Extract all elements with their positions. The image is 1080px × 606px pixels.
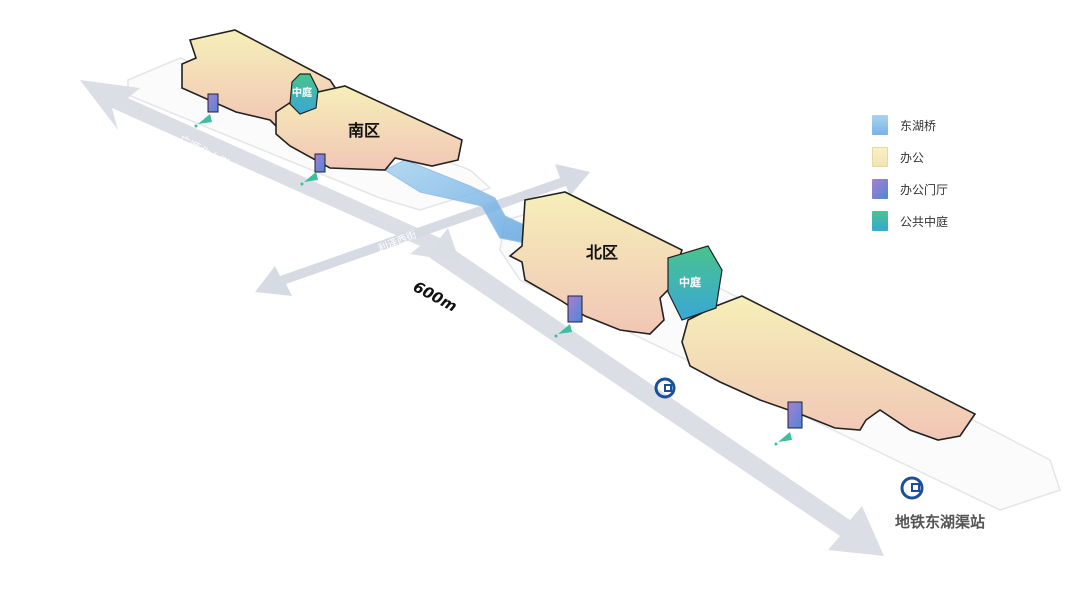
lobby-north-2 (787, 401, 803, 429)
entry-arrows (194, 114, 792, 446)
legend-swatch (872, 179, 888, 199)
legend-item-courtyard: 公共中庭 (872, 210, 948, 232)
legend: 东湖桥 办公 办公门厅 公共中庭 (872, 114, 948, 242)
legend-swatch (872, 147, 888, 167)
lobby-south-2 (314, 153, 326, 173)
distance-label: 600m (410, 278, 460, 316)
south-courtyard (289, 73, 319, 115)
south-courtyard-label: 中庭 (292, 86, 313, 99)
lobby-south-1 (207, 93, 219, 113)
lobby-north-1 (567, 295, 583, 323)
legend-label: 东湖桥 (900, 118, 937, 133)
metro-icon (900, 476, 924, 500)
south-block-east (275, 85, 463, 171)
legend-label: 办公门厅 (900, 182, 949, 197)
north-zone-label: 北区 (586, 243, 618, 262)
cross-street-arrow (255, 164, 590, 296)
legend-swatch (872, 211, 888, 231)
distance-arrow (430, 240, 884, 556)
legend-item-lobby: 办公门厅 (872, 178, 948, 200)
legend-swatch (872, 115, 888, 135)
metro-station-label: 地铁东湖渠站 (895, 513, 985, 531)
legend-label: 办公 (900, 150, 925, 165)
north-block-east (681, 295, 977, 441)
metro-icon (654, 377, 676, 399)
north-courtyard-label: 中庭 (679, 275, 701, 289)
south-zone-label: 南区 (348, 121, 380, 140)
legend-item-bridge: 东湖桥 (872, 114, 948, 136)
street-arrow-top (80, 80, 460, 262)
legend-item-office: 办公 (872, 146, 948, 168)
north-courtyard (667, 245, 723, 321)
legend-label: 公共中庭 (900, 214, 949, 229)
street-label-bottom: 广顺北大街 (526, 349, 580, 390)
